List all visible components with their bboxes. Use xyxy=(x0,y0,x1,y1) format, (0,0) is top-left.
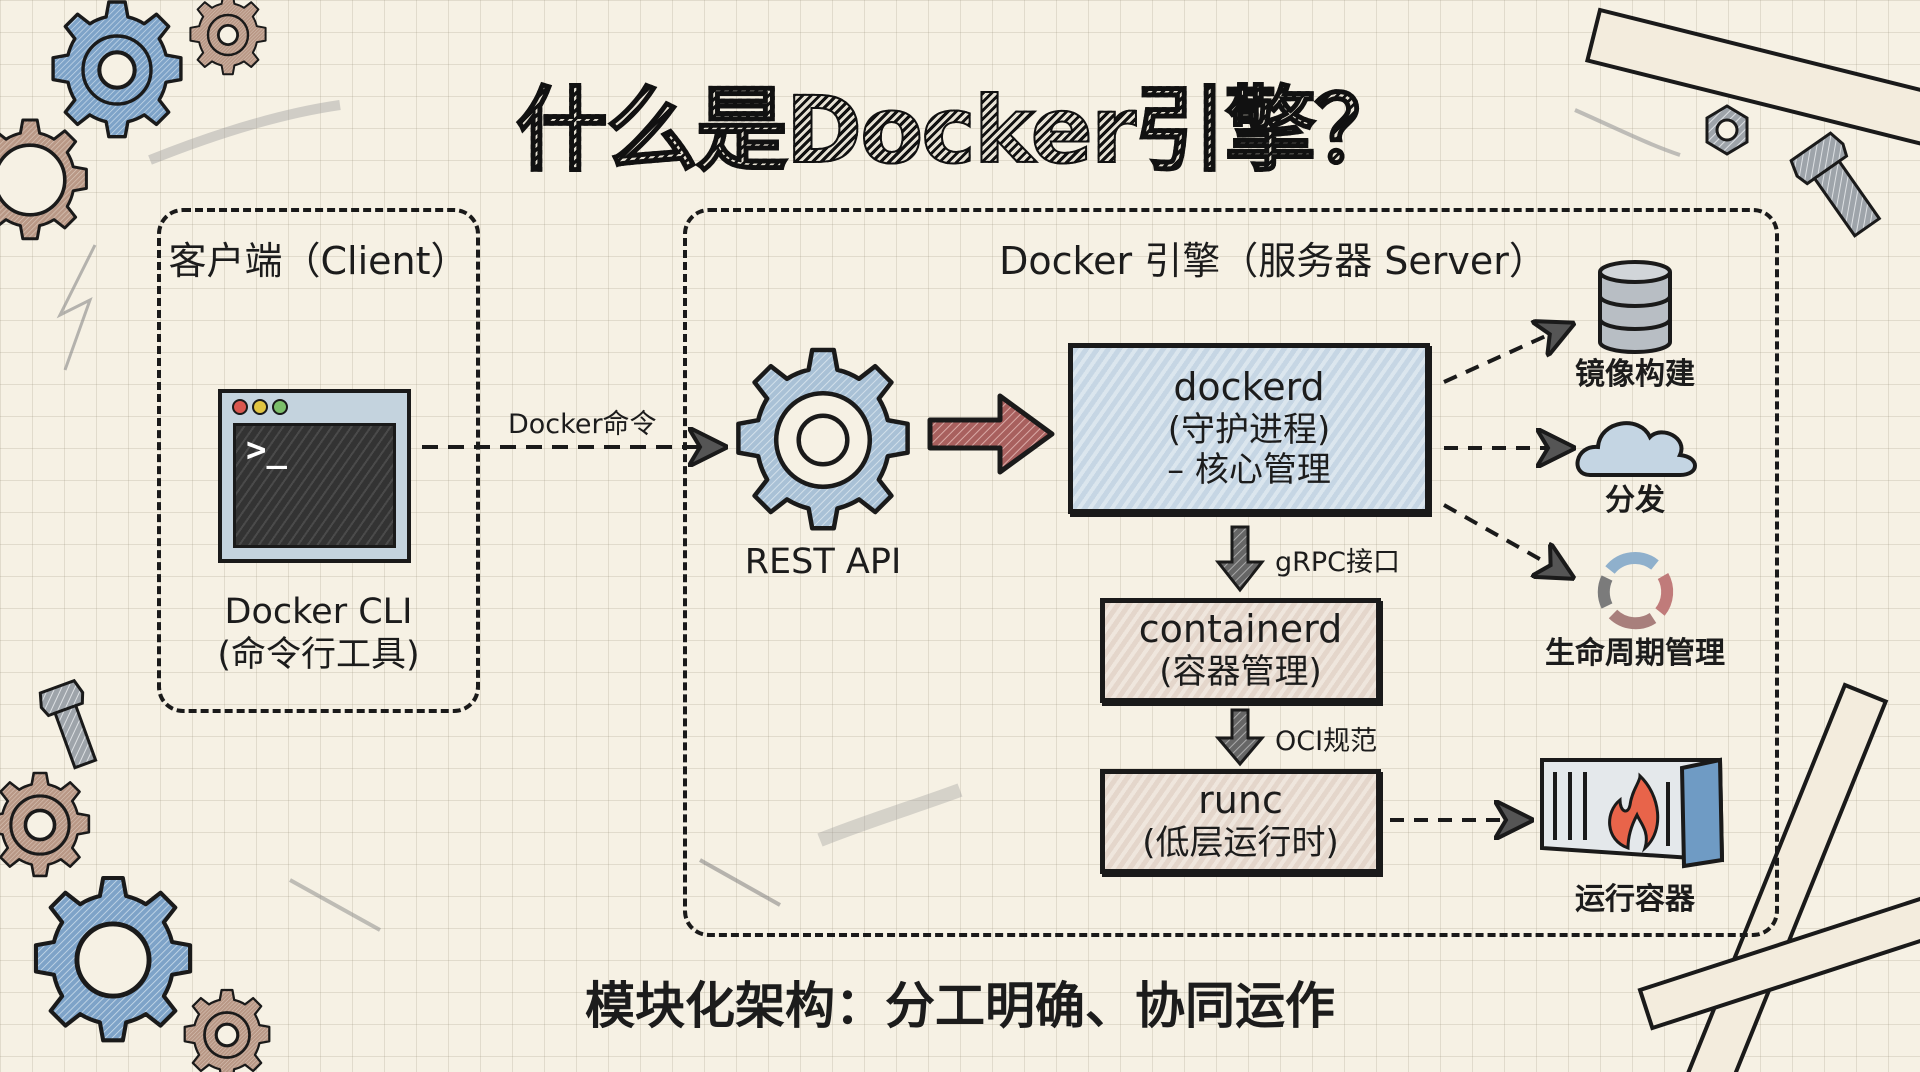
cloud-icon xyxy=(1575,421,1697,477)
docker-command-label: Docker命令 xyxy=(508,409,657,440)
server-container xyxy=(683,208,1779,937)
rest-api-label: REST API xyxy=(744,542,902,582)
bolt-icon xyxy=(1789,131,1882,238)
dockerd-box: dockerd (守护进程) – 核心管理 xyxy=(1068,343,1430,514)
function-label-distribution: 分发 xyxy=(1605,483,1665,518)
gear-icon xyxy=(0,771,91,878)
containerd-box: containerd (容器管理) xyxy=(1100,598,1381,703)
page-title: 什么是Docker引擎？ xyxy=(0,56,1920,189)
gear-icon xyxy=(51,0,183,139)
client-title: 客户端（Client） xyxy=(168,239,469,283)
hex-nut-icon xyxy=(1705,104,1749,156)
dockerd-desc: (守护进程) xyxy=(1167,409,1331,450)
containerd-name: containerd xyxy=(1138,607,1343,652)
gear-icon xyxy=(36,878,190,1040)
gear-icon xyxy=(183,988,271,1072)
ruler-icon xyxy=(1584,7,1920,155)
bolt-icon xyxy=(38,678,98,770)
cycle-arrows-icon xyxy=(1597,552,1674,630)
oci-label: OCI规范 xyxy=(1275,726,1378,757)
runc-name: runc xyxy=(1198,778,1283,823)
gear-icon xyxy=(0,118,88,241)
docker-cli-name: Docker CLI xyxy=(224,592,413,632)
client-container xyxy=(157,208,480,713)
grpc-label: gRPC接口 xyxy=(1275,547,1401,578)
database-icon xyxy=(1598,260,1672,354)
function-label-image-build: 镜像构建 xyxy=(1575,357,1695,392)
function-label-lifecycle: 生命周期管理 xyxy=(1545,636,1725,671)
runc-desc: (低层运行时) xyxy=(1142,822,1339,863)
server-title: Docker 引擎（服务器 Server） xyxy=(999,239,1547,283)
flame-icon xyxy=(1608,772,1660,853)
shipping-container-icon xyxy=(1540,757,1725,869)
ruler-icon xyxy=(1637,888,1920,1031)
api-to-dockerd-arrow xyxy=(927,393,1055,475)
gear-icon xyxy=(189,0,267,76)
running-container-label: 运行容器 xyxy=(1575,882,1695,917)
grpc-down-arrow xyxy=(1214,525,1266,593)
dockerd-name: dockerd xyxy=(1173,364,1325,409)
containerd-desc: (容器管理) xyxy=(1159,651,1322,692)
terminal-icon: >_ xyxy=(218,389,411,563)
rest-api-gear-icon xyxy=(736,347,910,531)
oci-down-arrow xyxy=(1214,708,1266,767)
footer-summary: 模块化架构：分工明确、协同运作 xyxy=(585,977,1335,1035)
docker-cli-desc: (命令行工具) xyxy=(217,635,420,675)
runc-box: runc (低层运行时) xyxy=(1100,769,1381,874)
dockerd-role: – 核心管理 xyxy=(1167,450,1331,491)
